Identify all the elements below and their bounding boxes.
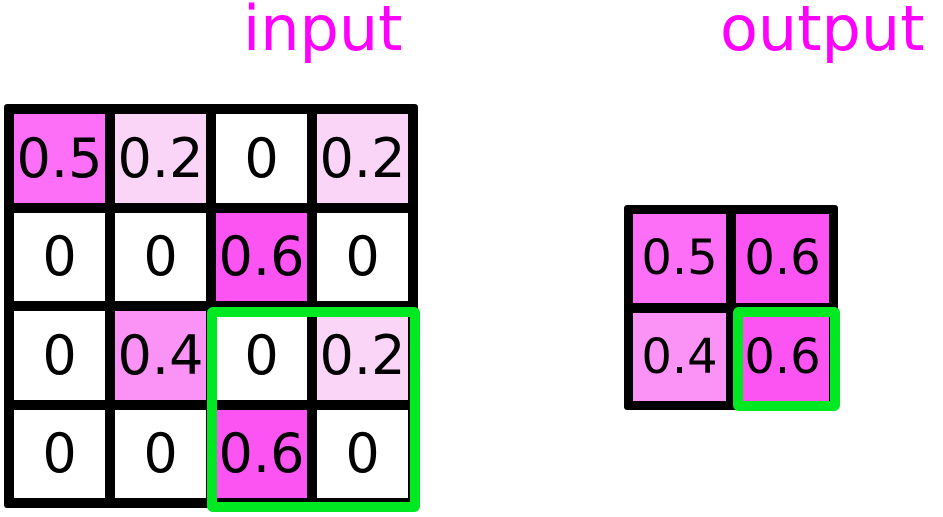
output-cell-r1c0: 0.4 bbox=[633, 312, 726, 401]
output-matrix: 0.5 0.6 0.4 0.6 bbox=[624, 205, 838, 410]
input-cell-r2c0: 0 bbox=[14, 311, 105, 400]
input-cell-r3c3: 0 bbox=[317, 409, 408, 498]
input-cell-r2c1: 0.4 bbox=[115, 311, 206, 400]
input-cell-r3c0: 0 bbox=[14, 409, 105, 498]
output-title: output bbox=[720, 0, 925, 65]
input-cell-r1c2: 0.6 bbox=[216, 212, 307, 301]
input-title: input bbox=[243, 0, 403, 65]
input-cell-r0c3: 0.2 bbox=[317, 114, 408, 203]
output-cell-r0c1: 0.6 bbox=[736, 214, 829, 303]
input-matrix: 0.5 0.2 0 0.2 0 0 0.6 0 0 0.4 0 0.2 0 0 … bbox=[4, 104, 418, 508]
input-cell-r3c2: 0.6 bbox=[216, 409, 307, 498]
input-cell-r0c1: 0.2 bbox=[115, 114, 206, 203]
input-cell-r1c1: 0 bbox=[115, 212, 206, 301]
output-cell-r1c1: 0.6 bbox=[736, 312, 829, 401]
input-cell-r2c2: 0 bbox=[216, 311, 307, 400]
input-cell-r3c1: 0 bbox=[115, 409, 206, 498]
input-cell-r0c2: 0 bbox=[216, 114, 307, 203]
input-cell-r1c0: 0 bbox=[14, 212, 105, 301]
input-cell-r1c3: 0 bbox=[317, 212, 408, 301]
output-cell-r0c0: 0.5 bbox=[633, 214, 726, 303]
input-cell-r2c3: 0.2 bbox=[317, 311, 408, 400]
input-cell-r0c0: 0.5 bbox=[14, 114, 105, 203]
